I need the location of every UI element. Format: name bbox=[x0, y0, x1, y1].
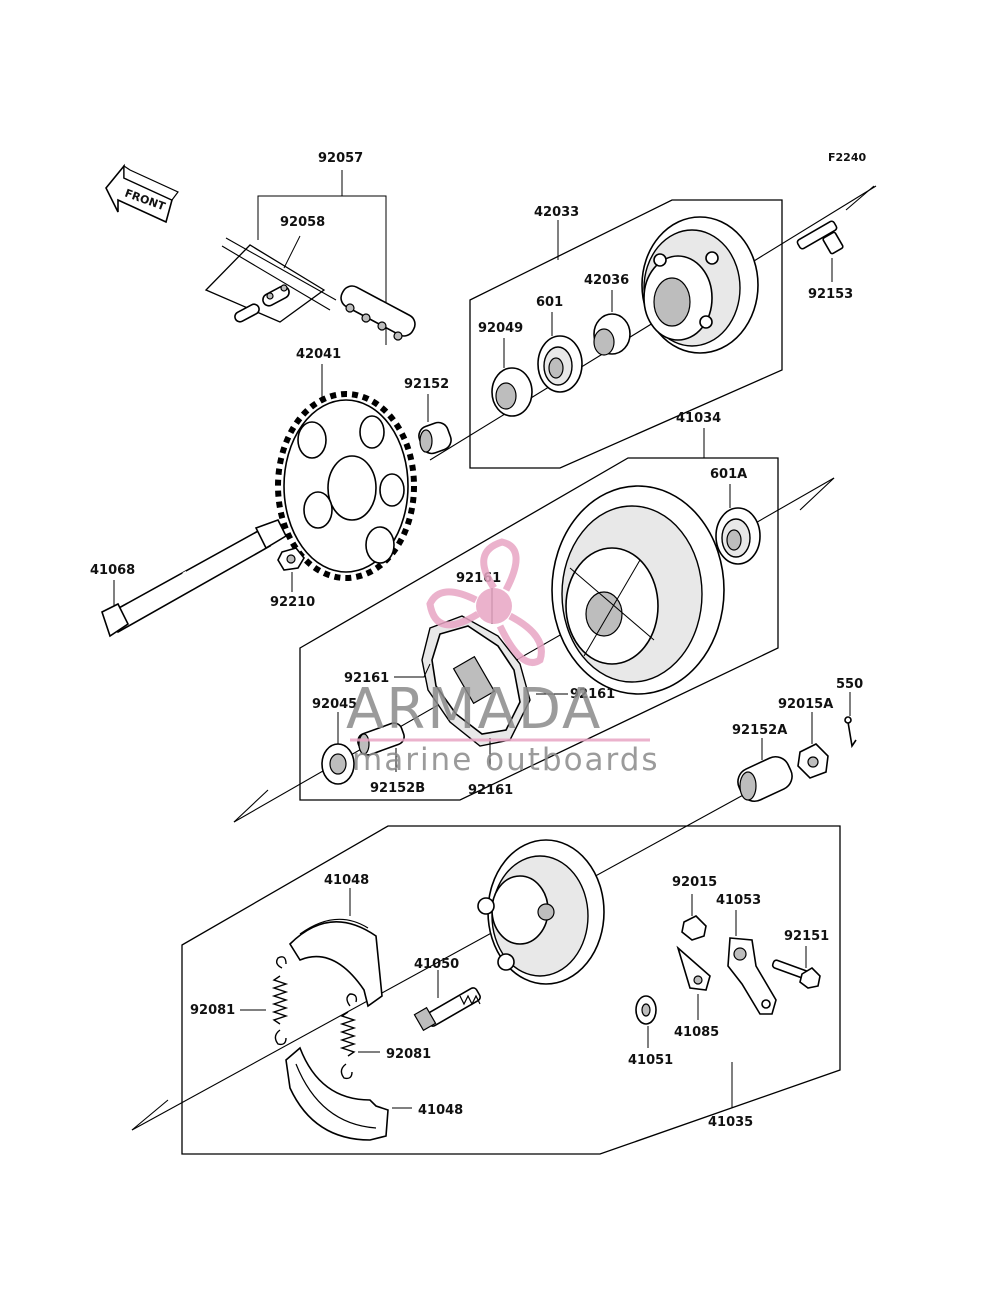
collar-92152-icon bbox=[418, 421, 452, 455]
label-42041: 42041 bbox=[296, 347, 341, 362]
brake-lever-icon bbox=[727, 937, 777, 1015]
brake-panel-icon bbox=[477, 839, 605, 985]
label-92152B: 92152B bbox=[370, 781, 425, 796]
brake-panel-group bbox=[131, 692, 857, 1155]
label-92045: 92045 bbox=[312, 697, 357, 712]
chain-group bbox=[204, 170, 416, 345]
label-92049: 92049 bbox=[478, 321, 523, 336]
front-arrow-icon: FRONT bbox=[105, 163, 179, 224]
drive-chain-icon bbox=[340, 285, 416, 341]
label-41048-bottom: 41048 bbox=[418, 1103, 463, 1118]
label-92151: 92151 bbox=[784, 929, 829, 944]
bearing-601A-icon bbox=[715, 507, 761, 565]
watermark: ARMADA marine outboards bbox=[346, 538, 660, 778]
watermark-subtitle: marine outboards bbox=[352, 742, 660, 778]
bolt-92153-icon bbox=[796, 220, 844, 255]
brake-camshaft-icon bbox=[413, 987, 481, 1032]
label-92081-right: 92081 bbox=[386, 1047, 431, 1062]
label-92210: 92210 bbox=[270, 595, 315, 610]
label-601A: 601A bbox=[710, 467, 747, 482]
label-92015A: 92015A bbox=[778, 697, 833, 712]
label-92081-left: 92081 bbox=[190, 1003, 235, 1018]
brake-shoe-lower-icon bbox=[285, 1046, 389, 1141]
rear-sprocket-icon bbox=[275, 391, 417, 581]
nut-92015A-icon bbox=[797, 743, 829, 779]
watermark-title: ARMADA bbox=[346, 677, 602, 742]
washer-41051-icon bbox=[635, 995, 657, 1025]
label-41048-top: 41048 bbox=[324, 873, 369, 888]
label-550: 550 bbox=[836, 677, 863, 692]
bearing-601-icon bbox=[537, 335, 583, 393]
label-92161-bottom: 92161 bbox=[468, 783, 513, 798]
spring-left-icon bbox=[271, 956, 289, 1046]
label-41035: 41035 bbox=[708, 1115, 753, 1130]
label-41050: 41050 bbox=[414, 957, 459, 972]
oil-seal-92049-icon bbox=[491, 367, 533, 417]
wear-indicator-icon bbox=[676, 945, 711, 991]
brake-shoe-upper-icon bbox=[288, 918, 383, 1008]
wheel-hub-icon bbox=[551, 485, 725, 695]
label-601: 601 bbox=[536, 295, 563, 310]
oil-seal-92045-icon bbox=[321, 743, 355, 785]
collar-92152A-icon bbox=[737, 755, 793, 803]
bolt-92151-icon bbox=[771, 959, 821, 989]
label-92152A: 92152A bbox=[732, 723, 787, 738]
rear-axle-icon bbox=[101, 519, 288, 638]
label-92152: 92152 bbox=[404, 377, 449, 392]
label-92161-left: 92161 bbox=[344, 671, 389, 686]
label-41053: 41053 bbox=[716, 893, 761, 908]
figure-code: F2240 bbox=[828, 151, 866, 164]
master-link-icon bbox=[234, 284, 290, 323]
nut-92015-icon bbox=[681, 915, 707, 941]
label-41085: 41085 bbox=[674, 1025, 719, 1040]
axle-nut-92210-icon bbox=[277, 547, 305, 571]
label-42036: 42036 bbox=[584, 273, 629, 288]
label-92057: 92057 bbox=[318, 151, 363, 166]
label-42033: 42033 bbox=[534, 205, 579, 220]
cotter-pin-icon bbox=[844, 716, 857, 749]
propeller-logo-icon bbox=[426, 538, 545, 666]
label-92058: 92058 bbox=[280, 215, 325, 230]
label-41034: 41034 bbox=[676, 411, 721, 426]
spacer-42036-icon bbox=[593, 313, 631, 356]
sprocket-hub-group bbox=[418, 185, 877, 469]
label-92153: 92153 bbox=[808, 287, 853, 302]
label-41051: 41051 bbox=[628, 1053, 673, 1068]
sprocket-hub-icon bbox=[641, 216, 759, 354]
spring-right-icon bbox=[339, 993, 358, 1080]
label-41068: 41068 bbox=[90, 563, 135, 578]
label-92161-right: 92161 bbox=[570, 687, 615, 702]
label-92015: 92015 bbox=[672, 875, 717, 890]
part-labels: 92057 92058 42033 92153 42036 601 92049 … bbox=[90, 151, 863, 1130]
